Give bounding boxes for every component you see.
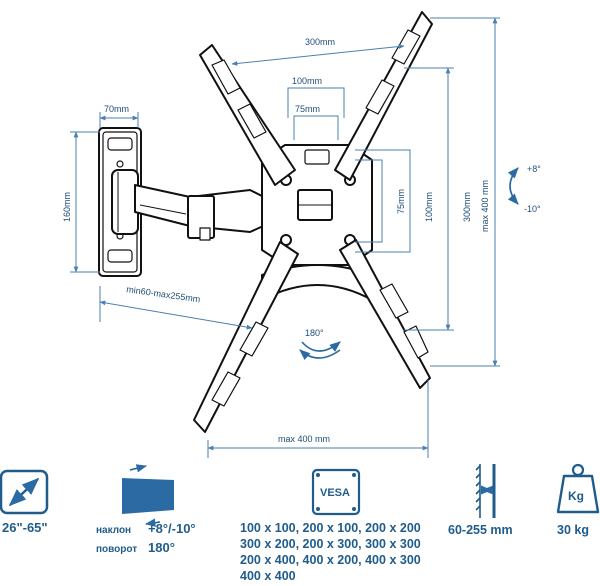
- mount-bracket: [98, 11, 433, 433]
- vesa-line-2: 300 x 200, 200 x 300, 300 x 300: [240, 537, 421, 551]
- x-arm-upper-left: [199, 44, 296, 186]
- vesa-line-4: 400 x 400: [240, 569, 296, 583]
- swivel-value: 180°: [148, 540, 175, 555]
- weight-icon: [556, 463, 600, 514]
- dim-top-300: 300mm: [305, 37, 335, 47]
- dim-right-75: 75mm: [396, 189, 406, 214]
- swivel-spec-label: поворот: [96, 544, 138, 555]
- tilt-value: +8°/-10°: [148, 521, 196, 536]
- swivel-label: 180°: [305, 328, 324, 338]
- dim-max-400-vertical: max 400 mm: [480, 180, 490, 232]
- x-arm-upper-right: [334, 11, 433, 181]
- wall-distance-icon: [475, 464, 496, 518]
- x-arm-lower-right: [339, 239, 431, 389]
- weight-badge-text: Kg: [568, 489, 584, 503]
- tilt-up-label: +8°: [527, 164, 541, 174]
- max-load-value: 30 kg: [557, 523, 589, 537]
- vesa-line-1: 100 x 100, 200 x 100, 200 x 200: [240, 521, 421, 535]
- vesa-icon: [311, 468, 361, 516]
- tilt-down-label: -10°: [524, 204, 541, 214]
- dim-arm-extension: min60-max255mm: [126, 284, 201, 304]
- swing-arm: [134, 184, 273, 241]
- dim-inner-75: 75mm: [295, 104, 320, 114]
- dim-inner-100: 100mm: [292, 76, 322, 86]
- dimension-lines: [70, 17, 500, 458]
- vesa-badge-text: VESA: [320, 487, 350, 499]
- dim-bottom-max-400: max 400 mm: [278, 434, 330, 444]
- dim-left-160: 160mm: [62, 192, 72, 222]
- wall-distance-value: 60-255 mm: [448, 523, 513, 537]
- x-arm-lower-left: [193, 241, 299, 433]
- screen-size-value: 26"-65": [2, 520, 48, 535]
- dim-arm-70: 70mm: [104, 104, 129, 114]
- tilt-label: наклон: [96, 525, 132, 536]
- screen-size-icon: [0, 469, 49, 515]
- vesa-line-3: 200 x 400, 400 x 200, 400 x 300: [240, 553, 421, 567]
- swivel-arrow: [299, 341, 341, 361]
- tilt-arrow: [507, 167, 519, 205]
- tilt-screen-icon: [122, 464, 174, 527]
- dim-right-300: 300mm: [462, 192, 472, 222]
- dim-right-100: 100mm: [424, 192, 434, 222]
